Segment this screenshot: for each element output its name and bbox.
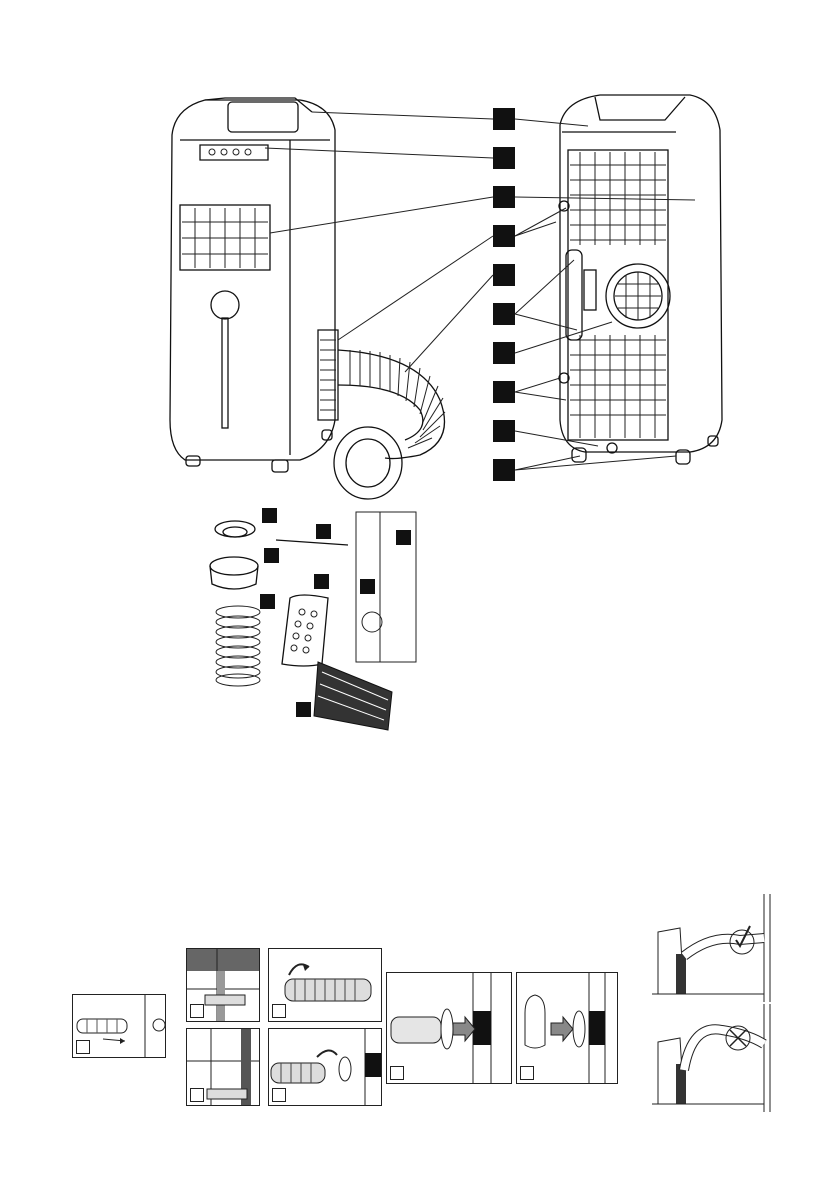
exhaust-hose <box>334 350 445 499</box>
step-marker <box>76 1040 90 1054</box>
step-hose-connect <box>268 1028 382 1106</box>
step-marker <box>272 1004 286 1018</box>
step-marker <box>272 1088 286 1102</box>
unit-front-view <box>170 98 338 472</box>
step-window-kit-bottom <box>186 1028 260 1106</box>
step-cap-push <box>516 972 618 1084</box>
step-marker <box>190 1088 204 1102</box>
unit-back-view <box>559 95 722 464</box>
unit-overview-figure <box>0 0 839 760</box>
callout-markers <box>493 108 515 481</box>
step-marker <box>190 1004 204 1018</box>
step-marker <box>520 1066 534 1080</box>
step-incorrect-hose <box>652 1004 772 1112</box>
step-correct-hose <box>652 894 772 1002</box>
accessories-group <box>210 508 416 730</box>
callout-leaders <box>265 112 695 470</box>
incorrect-hose-illustration <box>652 1004 772 1112</box>
flange-push-illustration <box>387 973 511 1083</box>
step-flange-push <box>386 972 512 1084</box>
step-window-kit-top <box>186 948 260 1022</box>
correct-hose-illustration <box>652 894 772 1002</box>
step-marker <box>390 1066 404 1080</box>
step-hose-cap <box>72 994 166 1058</box>
step-hose-twist <box>268 948 382 1022</box>
